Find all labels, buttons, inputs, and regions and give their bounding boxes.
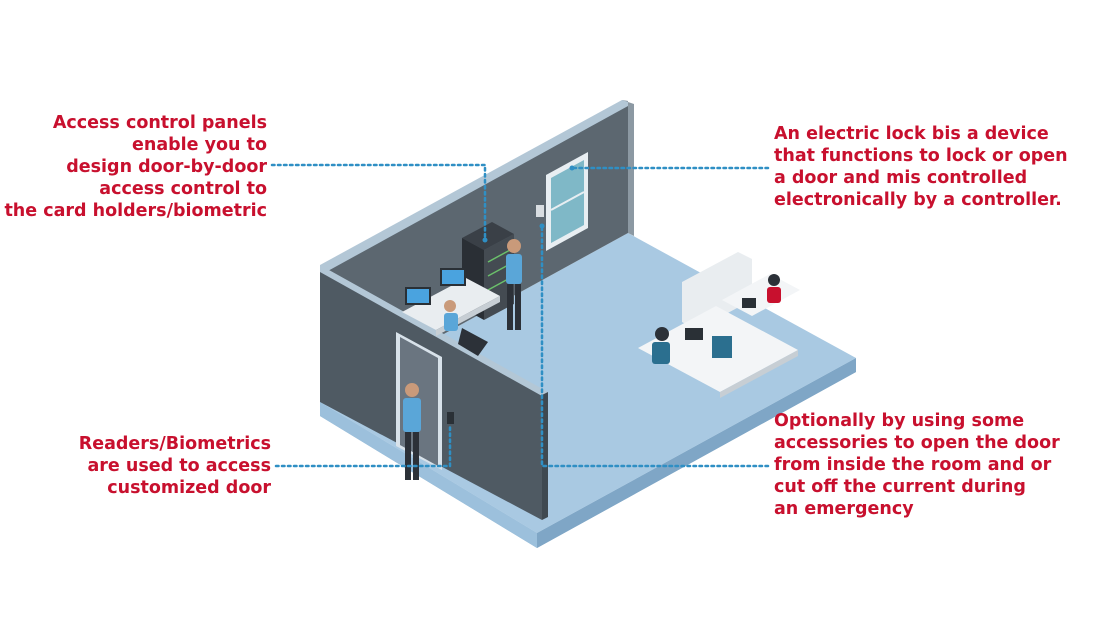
annotation-line: an emergency [774,499,914,519]
leader-lines [270,163,770,468]
annotation-line: from inside the room and or [774,455,1052,475]
annotation-line: that functions to lock or open [774,146,1068,166]
annotation-line: accessories to open the door [774,433,1060,453]
annotation-access-control-panels: Access control panels enable you to desi… [4,112,267,222]
leader-line-options [540,224,770,468]
partition-wall-top [320,265,548,396]
visitor-at-door [403,383,421,480]
partition-wall-end [542,392,548,520]
annotation-line: Readers/Biometrics [78,434,271,454]
operator-seated [444,300,488,356]
card-reader [447,412,454,424]
office-workstation [638,252,800,398]
annotation-line: design door-by-door [66,157,267,177]
annotation-readers-biometrics: Readers/Biometrics are used to access cu… [79,433,271,499]
annotation-line: Access control panels [52,113,267,133]
electric-lock-box [536,205,544,217]
annotation-line: are used to access [87,456,271,476]
annotation-electric-lock: An electric lock bis a device that funct… [774,123,1068,211]
annotation-line: enable you to [132,135,267,155]
annotation-line: access control to [99,179,267,199]
annotation-optional-accessories: Optionally by using some accessories to … [774,410,1060,520]
annotation-line: An electric lock bis a device [774,124,1049,144]
annotation-line: the card holders/biometric [4,201,267,221]
technician-standing [506,239,522,330]
annotation-line: cut off the current during [774,477,1026,497]
leader-line-readers [274,422,452,468]
annotation-line: customized door [107,478,271,498]
floor-slab [320,358,856,548]
annotation-line: Optionally by using some [774,411,1025,431]
leader-line-panels [270,163,487,240]
glass-door [546,152,588,251]
annotation-line: a door and mis controlled [774,168,1028,188]
back-wall-top [320,100,628,272]
leader-endpoints [482,165,575,243]
annotation-line: electronically by a controller. [774,190,1062,210]
